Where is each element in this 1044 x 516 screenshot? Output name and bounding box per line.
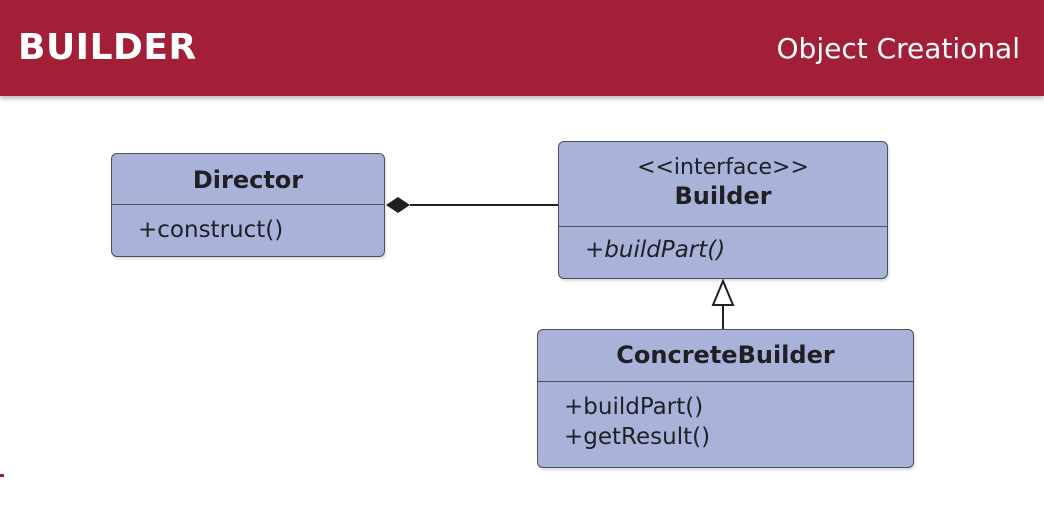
operation-buildpart: +buildPart() (564, 394, 704, 420)
builder-operations: +buildPart() (559, 227, 887, 265)
operation-construct: +construct() (138, 217, 284, 243)
composition-diamond (386, 197, 410, 213)
corner-mark (0, 474, 4, 477)
director-class: Director +construct() (111, 153, 385, 257)
pattern-title: BUILDER (18, 27, 197, 68)
builder-interface: <<interface>> Builder +buildPart() (558, 141, 888, 279)
concrete-builder-name: ConcreteBuilder (616, 341, 835, 369)
director-name: Director (192, 166, 304, 194)
builder-class-name: <<interface>> Builder (559, 142, 887, 227)
realization-arrowhead (711, 278, 735, 306)
header-bar: BUILDER Object Creational (0, 0, 1044, 96)
concrete-builder-operations: +buildPart() +getResult() (538, 382, 913, 452)
builder-name: Builder (674, 182, 772, 210)
operation-getresult: +getResult() (564, 424, 711, 450)
pattern-category: Object Creational (776, 32, 1021, 65)
interface-stereotype: <<interface>> (637, 155, 809, 180)
concrete-builder-class-name: ConcreteBuilder (538, 330, 913, 382)
operation-buildpart-abstract: +buildPart() (585, 237, 726, 263)
director-class-name: Director (112, 154, 384, 205)
concrete-builder-class: ConcreteBuilder +buildPart() +getResult(… (537, 329, 914, 468)
director-operations: +construct() (112, 205, 384, 245)
